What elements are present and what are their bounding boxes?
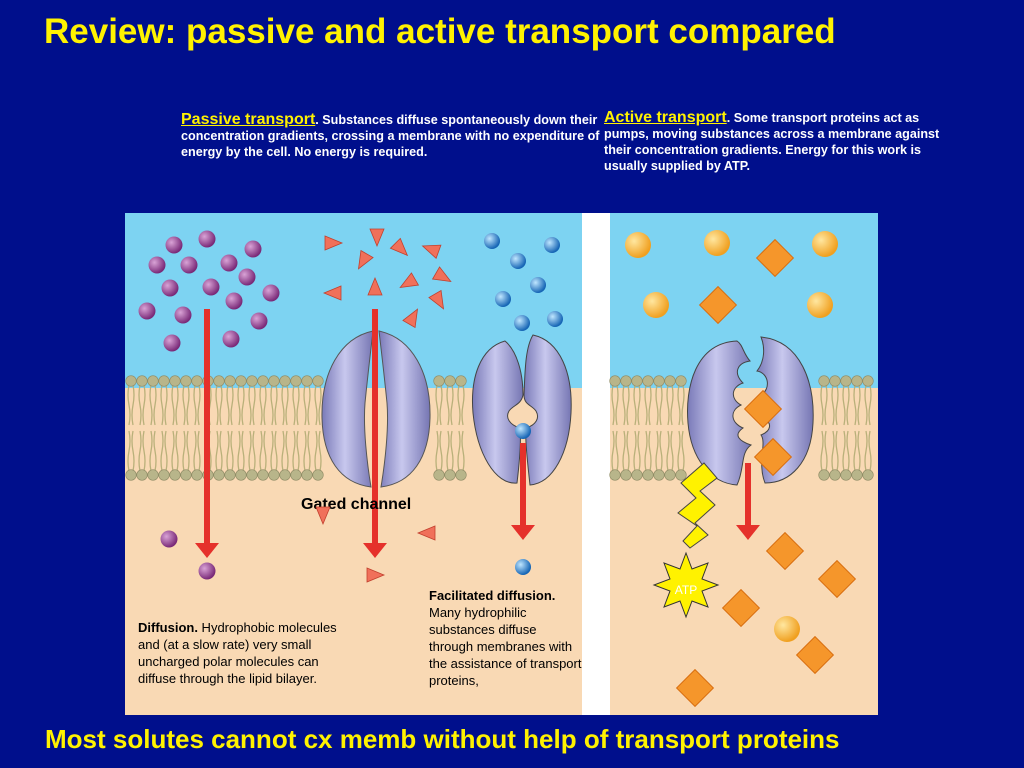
pump-protein bbox=[687, 336, 814, 486]
active-transport-text: . Some transport proteins act as pumps, … bbox=[604, 111, 940, 173]
transport-diagram: ATP Gated channel Diffusion. Hydrophobic… bbox=[125, 213, 878, 715]
passive-transport-text: . Substances diffuse spontaneously down … bbox=[181, 113, 600, 159]
passive-transport-heading: Passive transport bbox=[181, 111, 316, 128]
atp-label: ATP bbox=[675, 583, 697, 597]
facilitated-caption-head: Facilitated diffusion. bbox=[429, 588, 556, 603]
atp-starburst bbox=[652, 551, 720, 619]
diffusion-caption-text: Hydrophobic molecules and (at a slow rat… bbox=[138, 620, 337, 686]
slide-footer: Most solutes cannot cx memb without help… bbox=[45, 724, 840, 754]
passive-transport-intro: Passive transport. Substances diffuse sp… bbox=[181, 112, 601, 160]
lipid-bilayer-active bbox=[609, 375, 874, 481]
diffusion-caption: Diffusion. Hydrophobic molecules and (at… bbox=[138, 619, 338, 687]
facilitated-caption-text: Many hydrophilic substances diffuse thro… bbox=[429, 605, 582, 688]
transport-diagram-svg: ATP Gated channel bbox=[125, 213, 878, 715]
slide-title: Review: passive and active transport com… bbox=[44, 12, 836, 51]
energy-bolt bbox=[677, 462, 718, 549]
panel-divider bbox=[582, 213, 610, 715]
active-transport-heading: Active transport bbox=[604, 109, 727, 126]
facilitated-caption: Facilitated diffusion. Many hydrophilic … bbox=[429, 587, 584, 689]
lipid-bilayer-passive bbox=[125, 375, 467, 481]
active-transport-intro: Active transport. Some transport protein… bbox=[604, 110, 944, 174]
gated-channel-protein bbox=[321, 330, 431, 488]
diffusion-caption-head: Diffusion. bbox=[138, 620, 198, 635]
